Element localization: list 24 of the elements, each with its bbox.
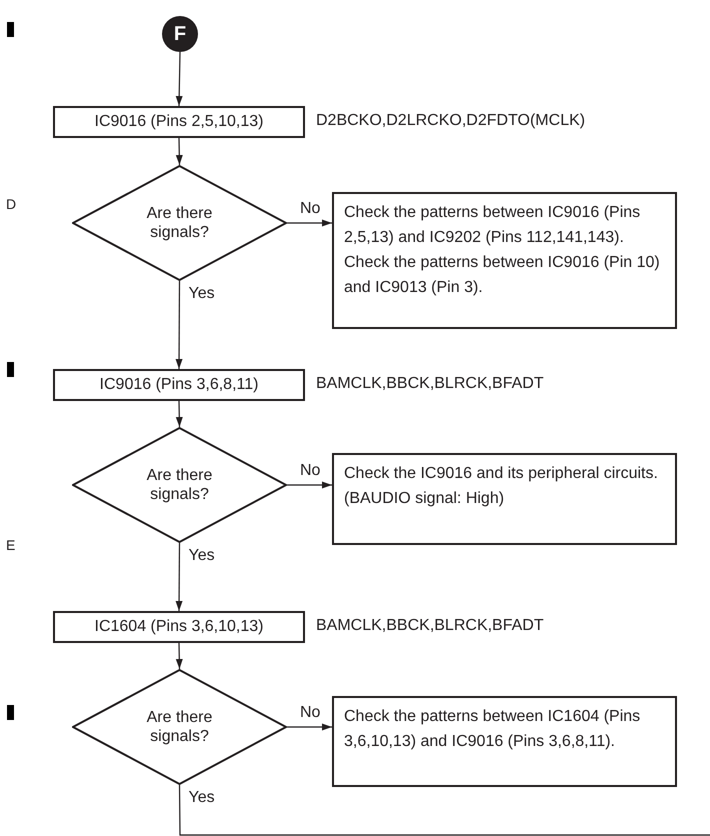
- margin-letter: E: [6, 537, 16, 553]
- action-box: Check the IC9016 and its peripheral circuits. (BAUDIO signal: High): [332, 453, 677, 545]
- arrow: [176, 642, 183, 670]
- arrow: [176, 138, 183, 166]
- signal-names: BAMCLK,BBCK,BLRCK,BFADT: [316, 617, 544, 635]
- arrow: [176, 281, 183, 369]
- arrow: [287, 482, 332, 488]
- action-box: Check the patterns between IC9016 (Pins 2,5,13) and IC9202 (Pins 112,141,143). Check the patterns between IC9016 (Pin 10) and IC9013 (Pin 3).: [332, 192, 677, 329]
- margin-letter: D: [6, 196, 16, 212]
- signal-names: BAMCLK,BBCK,BLRCK,BFADT: [316, 375, 544, 393]
- arrow: [176, 400, 183, 428]
- process-box: IC9016 (Pins 2,5,10,13): [53, 106, 305, 138]
- arrow: [287, 220, 332, 226]
- signal-names: D2BCKO,D2LRCKO,D2FDTO(MCLK): [316, 112, 586, 130]
- action-box: Check the patterns between IC1604 (Pins 3,6,10,13) and IC9016 (Pins 3,6,8,11).: [332, 696, 677, 787]
- question-text: Are there signals?: [146, 708, 214, 746]
- arrow: [176, 543, 183, 611]
- process-box: IC9016 (Pins 3,6,8,11): [53, 369, 305, 401]
- connector-circle: F: [162, 16, 198, 52]
- arrow: [287, 724, 332, 730]
- arrow: [176, 52, 183, 106]
- process-box: IC1604 (Pins 3,6,10,13): [53, 611, 305, 643]
- question-text: Are there signals?: [146, 466, 214, 504]
- question-text: Are there signals?: [146, 204, 214, 242]
